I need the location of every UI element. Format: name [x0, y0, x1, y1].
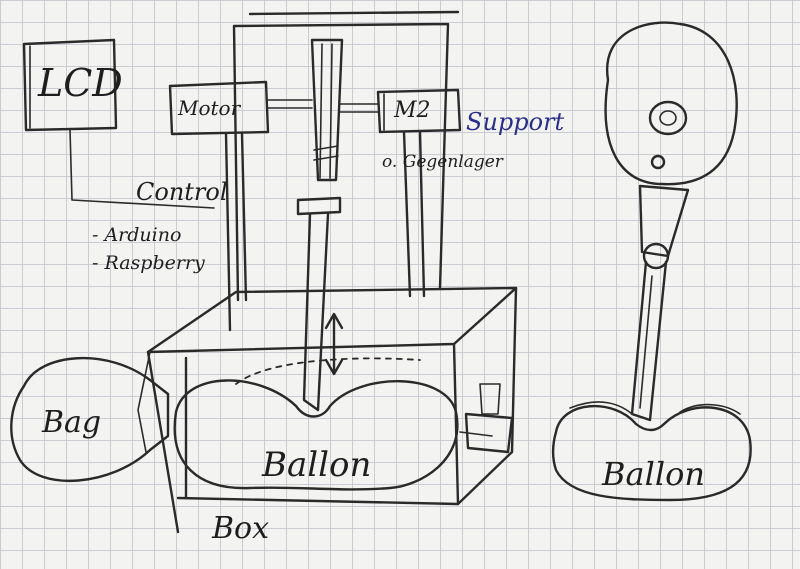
- motion-arrow: [324, 312, 344, 376]
- m2-label: M2: [394, 98, 431, 123]
- valve: [459, 383, 514, 454]
- side-arm: [630, 184, 690, 422]
- lcd-control-wire: [69, 129, 215, 209]
- raspberry-label: - Raspberry: [92, 252, 205, 274]
- side-balloon-shape: [551, 404, 752, 502]
- lcd-label: LCD: [38, 61, 123, 105]
- gegenlager-label: o. Gegenlager: [382, 152, 503, 172]
- top-frame: [232, 10, 460, 302]
- box-outline: [146, 286, 518, 534]
- box-pointer: [137, 351, 151, 453]
- motor-shaft-link: [267, 99, 313, 109]
- balloon-main-label: Ballon: [262, 445, 372, 485]
- m2-box: [376, 88, 462, 134]
- control-label: Control: [136, 178, 228, 206]
- balloon-dashed-top: [235, 357, 421, 385]
- side-balloon-top: [569, 401, 741, 415]
- box-label: Box: [212, 511, 270, 546]
- motor-label: Motor: [178, 96, 241, 120]
- side-disk: [604, 21, 738, 186]
- central-shaft: [296, 38, 344, 412]
- bag-label: Bag: [42, 405, 102, 440]
- arduino-label: - Arduino: [92, 224, 182, 246]
- bag-shape: [10, 356, 170, 483]
- right-post: [402, 130, 426, 298]
- shaft-m2-link: [339, 103, 379, 113]
- balloon-main-shape: [173, 379, 459, 491]
- lcd-box: [22, 38, 118, 132]
- balloon-side-label: Ballon: [602, 455, 705, 493]
- support-label: Support: [466, 108, 565, 136]
